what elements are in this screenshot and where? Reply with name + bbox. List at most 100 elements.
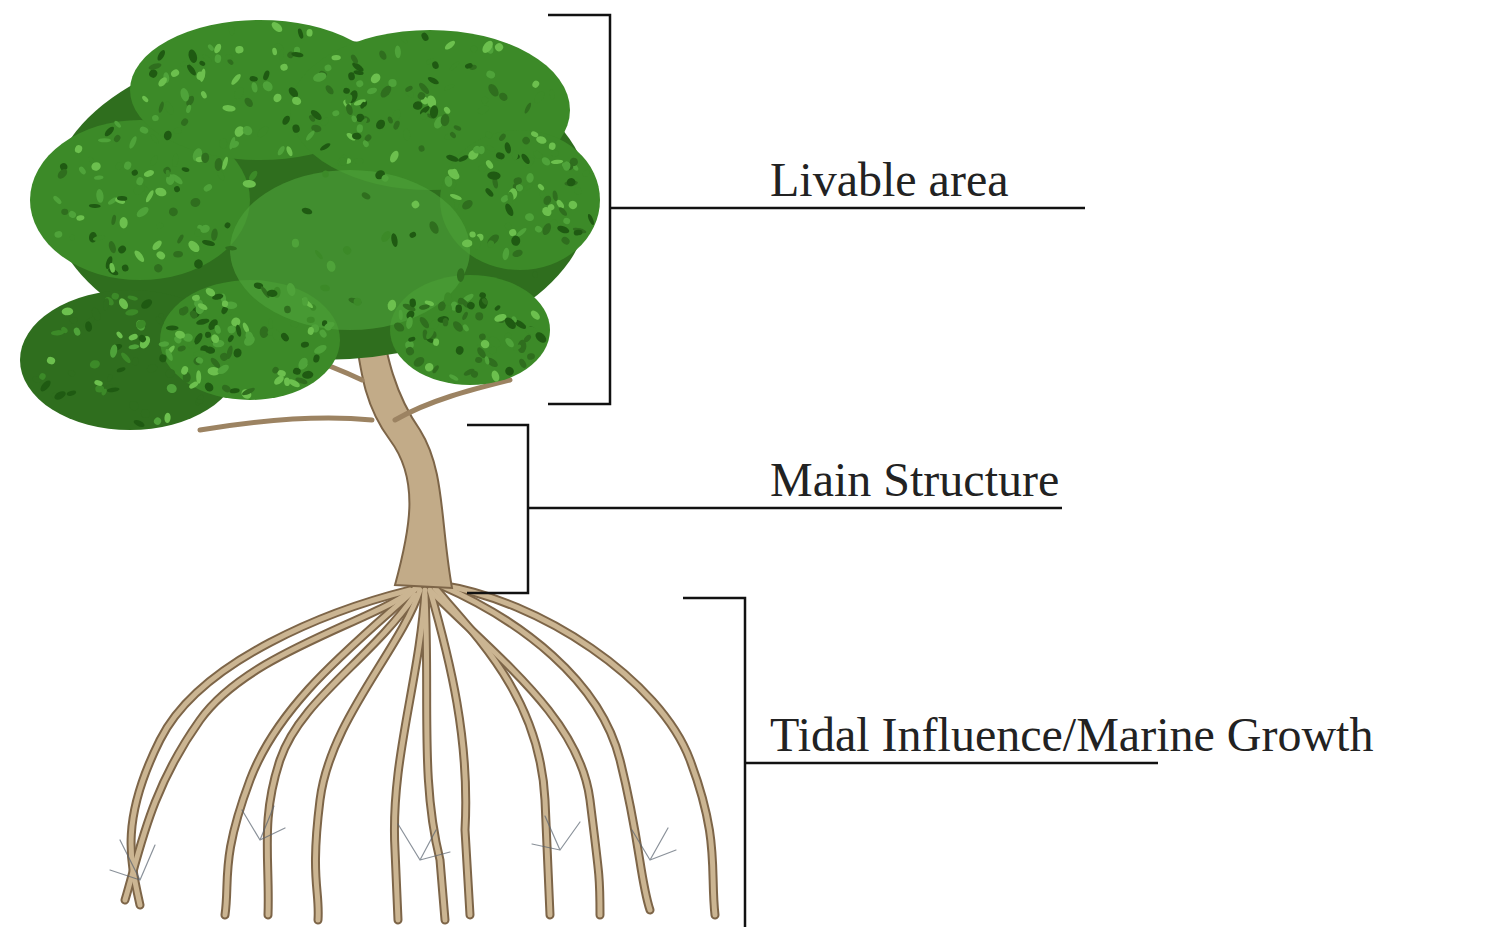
leaf: [449, 193, 462, 201]
leaf: [573, 186, 583, 196]
leaf: [352, 133, 362, 140]
leaf: [565, 176, 577, 187]
leaf: [443, 83, 455, 92]
leaf: [106, 374, 113, 383]
root: [267, 595, 415, 915]
leaf: [96, 189, 105, 204]
leaf: [287, 86, 300, 100]
leaf: [225, 54, 232, 60]
leaf: [272, 92, 283, 104]
leaf: [164, 412, 171, 423]
leaf: [154, 186, 168, 198]
leaf: [307, 326, 314, 335]
leaf: [451, 319, 465, 333]
leaf: [227, 334, 235, 343]
leader-line: [610, 207, 1085, 210]
leaf: [339, 157, 347, 166]
leaf: [155, 250, 167, 261]
bracket: [548, 15, 610, 404]
leaf: [424, 327, 435, 340]
leaf: [188, 341, 196, 348]
leaf: [202, 183, 213, 193]
bracket: [683, 598, 745, 927]
leaf: [562, 161, 571, 171]
leaf: [196, 317, 210, 326]
leaf: [241, 124, 254, 137]
leaf: [478, 333, 486, 341]
leaf: [462, 239, 473, 247]
leaf: [457, 268, 465, 282]
leaf: [157, 76, 169, 88]
leaf: [493, 42, 504, 53]
leaf: [73, 327, 82, 337]
leaf: [392, 120, 401, 131]
leaf: [232, 85, 246, 101]
rootlet: [242, 806, 285, 840]
leaf: [478, 164, 487, 172]
leaf: [120, 217, 128, 228]
leaf: [480, 96, 489, 105]
leaf: [181, 166, 190, 172]
leaf: [314, 249, 324, 260]
leaf: [485, 69, 496, 79]
leaf: [419, 111, 429, 121]
leaf: [39, 379, 53, 393]
leaf: [194, 394, 205, 407]
leaf: [197, 302, 209, 311]
leaf: [201, 152, 210, 163]
leaf: [503, 316, 518, 332]
leaf: [454, 198, 460, 209]
leaf: [229, 316, 242, 329]
leaf: [351, 115, 358, 123]
leaf: [455, 305, 462, 313]
leaf: [267, 290, 278, 298]
leaf: [319, 142, 331, 152]
root: [440, 585, 715, 915]
leaf: [486, 82, 501, 98]
leaf: [443, 318, 449, 326]
leaf: [418, 315, 431, 329]
leaf: [51, 330, 65, 336]
leaf: [472, 235, 481, 249]
leaf: [537, 183, 546, 192]
leaf: [173, 127, 183, 135]
leaf: [54, 231, 63, 239]
leaf: [323, 321, 336, 331]
leaf: [56, 167, 69, 180]
leaf: [524, 213, 534, 222]
leaf: [213, 43, 223, 55]
leaf: [416, 91, 426, 101]
leaf: [475, 356, 483, 363]
leaf: [476, 104, 490, 116]
leaf: [121, 264, 130, 273]
leaf: [455, 345, 465, 356]
leaf: [479, 292, 487, 299]
leaf: [117, 244, 128, 255]
leaf: [210, 333, 221, 344]
leaf: [561, 161, 571, 170]
leaf: [453, 124, 462, 131]
leaf: [523, 102, 532, 115]
leaf: [448, 60, 461, 72]
leaf: [301, 297, 314, 309]
leaf: [359, 101, 366, 109]
leaf: [179, 87, 191, 102]
leaf: [300, 341, 309, 348]
leaf: [322, 170, 329, 178]
leaf: [490, 370, 501, 383]
leaf: [284, 305, 292, 313]
leaf: [280, 331, 291, 342]
leaf: [550, 220, 558, 228]
leaf: [219, 138, 227, 149]
leaf: [486, 239, 495, 248]
leaf: [214, 54, 221, 63]
leaf: [164, 348, 174, 362]
branch: [200, 418, 372, 430]
leaf: [379, 229, 392, 243]
leaf: [98, 138, 111, 142]
leaf: [292, 239, 300, 248]
leaf: [107, 240, 117, 254]
leaf: [146, 363, 159, 374]
leaf: [451, 168, 459, 177]
leaf: [409, 298, 416, 307]
